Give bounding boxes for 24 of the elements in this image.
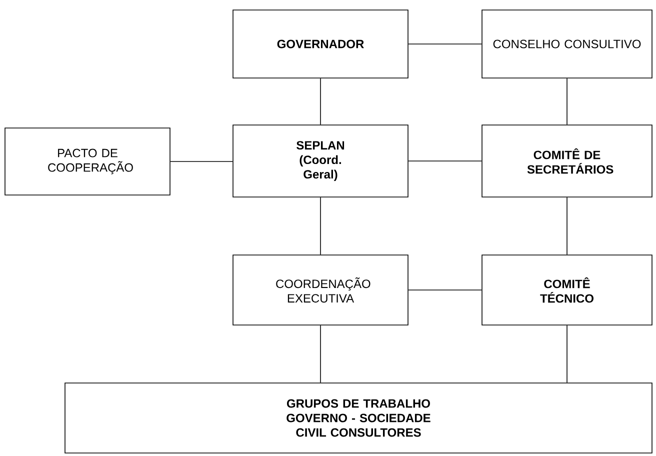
- box-label: COMITÊ TÉCNICO: [540, 277, 594, 303]
- connector-line: [320, 197, 321, 255]
- box-label: COORDENAÇÃO EXECUTIVA: [276, 277, 370, 303]
- group-box: [64, 382, 652, 454]
- org-box: [482, 124, 652, 198]
- org-box: [482, 254, 652, 326]
- connector-line: [170, 161, 233, 162]
- org-box: [232, 124, 408, 198]
- box-label: GRUPOS DE TRABALHO GOVERNO - SOCIEDADE CIVIL CONSULTORES: [286, 399, 430, 437]
- connector-line: [566, 197, 568, 255]
- connector-line: [408, 160, 482, 162]
- box-label: CONSELHO CONSULTIVO: [493, 40, 641, 48]
- connector-line: [320, 78, 321, 125]
- box-label: SEPLAN (Coord. Geral): [296, 141, 344, 181]
- box-label: GOVERNADOR: [277, 40, 364, 48]
- org-box: [4, 128, 170, 196]
- connector-line: [566, 78, 568, 125]
- connector-line: [320, 325, 321, 383]
- box-label: PACTO DE COOPERAÇÃO: [48, 148, 133, 174]
- org-box: [482, 10, 652, 78]
- connector-line: [566, 325, 568, 383]
- box-label: COMITÊ DE SECRETÁRIOS: [527, 148, 614, 174]
- org-box: [232, 10, 408, 78]
- org-box: [232, 254, 408, 326]
